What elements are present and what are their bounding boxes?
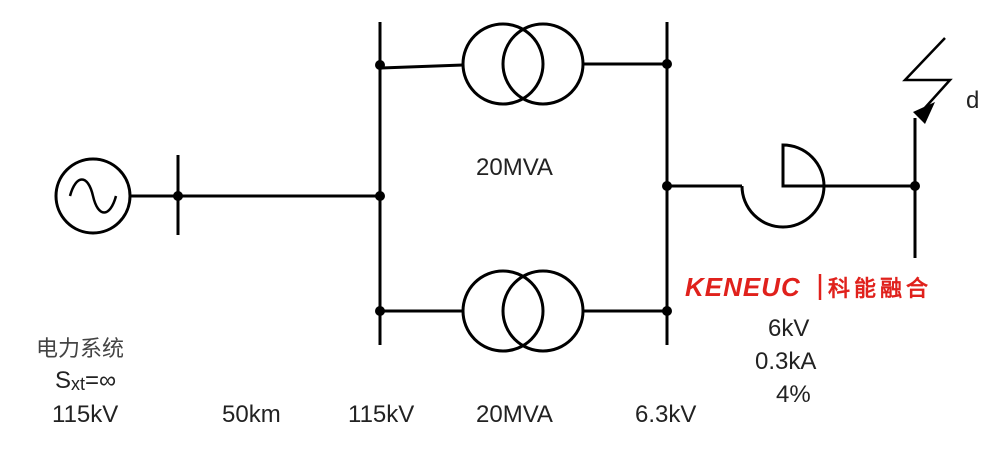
reactor-symbol [667, 143, 915, 229]
transformer-rating-bottom: 20MVA [476, 401, 553, 428]
fault-lightning-icon [902, 37, 953, 124]
brand-logo-text: KENEUC [685, 272, 801, 302]
source-voltage: 115kV [52, 401, 118, 428]
transformer-rating-top: 20MVA [476, 154, 553, 181]
transformer-top [379, 22, 667, 106]
generator-symbol [54, 157, 132, 235]
lv-bus-node-top [662, 59, 672, 69]
ac-wave-icon [68, 178, 118, 214]
lv-bus-voltage: 6.3kV [635, 401, 696, 428]
brand-logo-cn: 科能融合 [828, 276, 932, 302]
hv-bus-node-line [375, 191, 385, 201]
lv-bus-node-bottom [662, 306, 672, 316]
reactor-current: 0.3kA [755, 348, 816, 375]
line-length: 50km [222, 401, 281, 428]
source-name: 电力系统 [36, 337, 124, 362]
transformer-bottom [380, 269, 667, 353]
reactor-reactance: 4% [776, 381, 811, 408]
fault-label: d [966, 87, 979, 114]
hv-bus-voltage: 115kV [348, 401, 414, 428]
source-impedance: Sxt=∞ [55, 367, 116, 394]
reactor-voltage: 6kV [768, 315, 809, 342]
fault-bus-node [910, 181, 920, 191]
brand-watermark: KENEUC 科能融合 [685, 272, 932, 302]
